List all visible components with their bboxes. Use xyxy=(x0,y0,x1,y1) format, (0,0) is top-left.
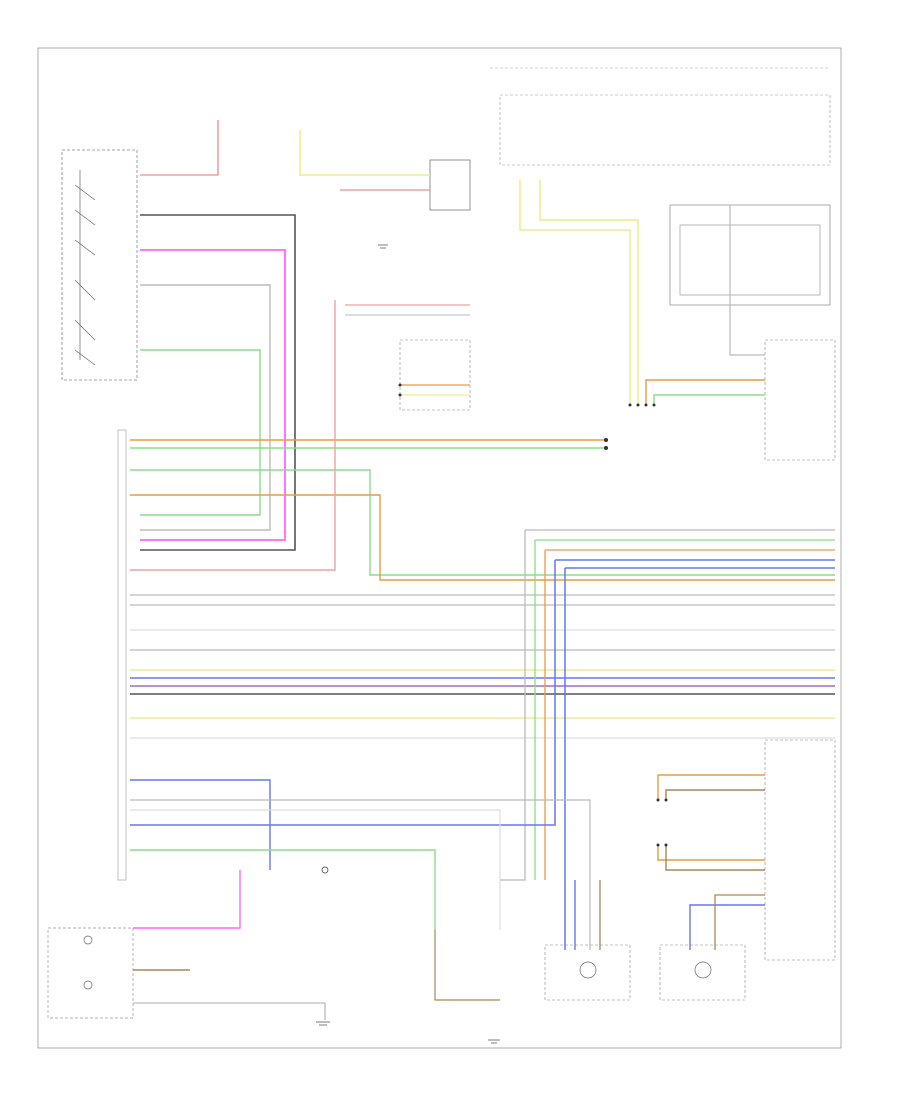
wire-lower-right-brown2 xyxy=(665,845,765,871)
right-upper-component-box xyxy=(669,204,831,306)
wire-switch-green xyxy=(140,349,261,516)
wire-right-blue2 xyxy=(564,567,835,950)
wire-sensor-brown xyxy=(434,930,500,1001)
wire-right-yellow2 xyxy=(539,180,639,405)
wire-lower-right-orange xyxy=(657,774,765,800)
junction-box xyxy=(399,339,471,411)
wire-right-orange2 xyxy=(645,379,765,405)
wire-right-sensor-blue xyxy=(689,904,765,950)
wire-lamp-ground xyxy=(133,1002,326,1020)
wire-switch-pink xyxy=(140,249,286,541)
right-lower-module-box xyxy=(764,739,836,961)
wire-right-green2 xyxy=(653,394,765,405)
right-mid-module-box xyxy=(764,339,836,461)
wire-lower-right-brown xyxy=(665,789,765,800)
wire-lower-white xyxy=(130,809,501,930)
left-tail-lamp-box xyxy=(47,927,134,1019)
light-switch-contacts xyxy=(74,170,96,366)
wire-group xyxy=(130,120,835,1020)
wire-feed-red xyxy=(140,120,219,176)
wire-lower-blue xyxy=(130,779,271,870)
wire-right-green xyxy=(534,539,835,880)
diagram-border xyxy=(37,47,842,1049)
wire-lower-right-orange2 xyxy=(657,845,765,861)
right-sensor-box xyxy=(659,944,746,1001)
splice-dots xyxy=(321,383,668,874)
wire-lower-green xyxy=(130,849,436,930)
wire-right-sensor-brown xyxy=(714,894,765,950)
wire-lamp-pink xyxy=(133,870,241,929)
relay-box xyxy=(429,159,471,211)
wire-switch-black xyxy=(140,214,296,551)
wire-bus-orange-long xyxy=(130,494,835,581)
left-sensor-box xyxy=(544,944,631,1001)
wire-lower-grey xyxy=(130,799,591,950)
light-switch-box xyxy=(61,149,138,381)
wire-bus-green-long xyxy=(130,469,835,576)
wire-feed-yellow xyxy=(299,130,430,176)
control-module-box xyxy=(117,429,127,881)
wire-right-yellow xyxy=(519,180,631,405)
ground-symbols xyxy=(316,244,500,1044)
wire-right-blue xyxy=(130,559,835,826)
wire-bus-red xyxy=(130,300,336,571)
wire-switch-grey xyxy=(140,284,271,531)
wire-upper-grey xyxy=(729,205,765,356)
wire-right-grey xyxy=(500,529,835,881)
